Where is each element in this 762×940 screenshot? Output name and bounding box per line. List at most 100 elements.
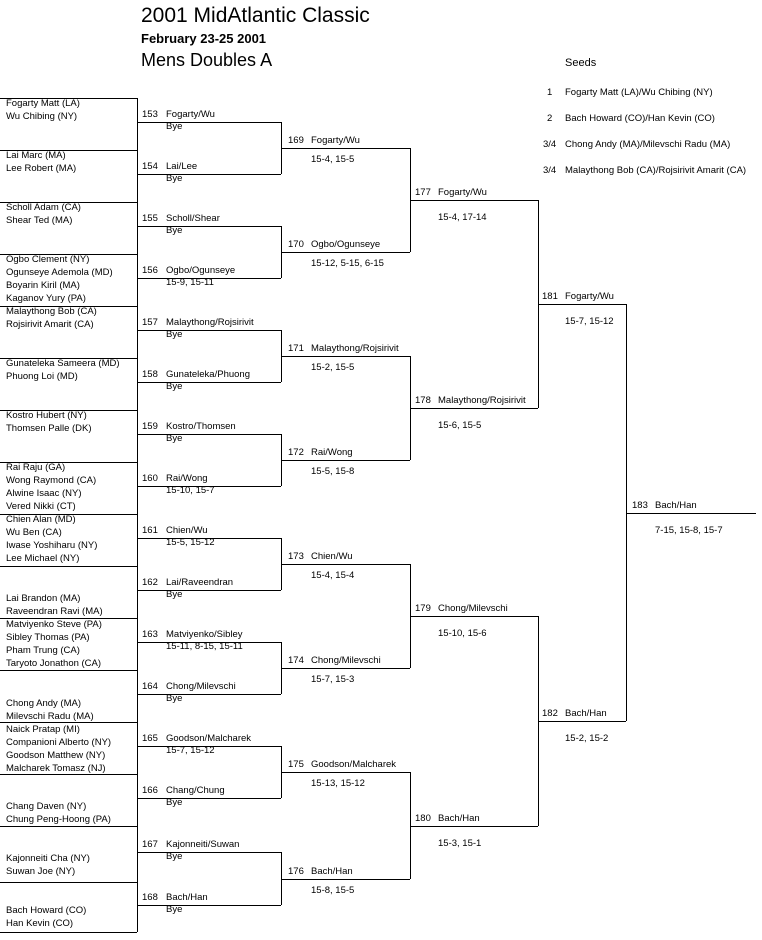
round3-line — [410, 200, 538, 201]
round1-connector — [137, 306, 138, 358]
seed-team: Chong Andy (MA)/Milevschi Radu (MA) — [565, 139, 731, 150]
entrant-name: Suwan Joe (NY) — [6, 866, 76, 877]
match-score: Bye — [166, 121, 183, 132]
player-line — [0, 150, 137, 151]
match-score: 15-5, 15-8 — [311, 466, 355, 477]
player-line — [0, 566, 137, 567]
winner-name: Goodson/Malcharek — [311, 759, 397, 770]
round1-connector — [137, 774, 138, 826]
round1-line — [137, 852, 281, 853]
entrant-name: Rai Raju (GA) — [6, 462, 66, 473]
winner-name: Ogbo/Ogunseye — [311, 239, 381, 250]
round1-line — [137, 798, 281, 799]
round2-line — [281, 772, 410, 773]
match-number: 165 — [142, 733, 158, 744]
match-score: 15-7, 15-12 — [166, 745, 215, 756]
entrant-name: Vered Nikki (CT) — [6, 501, 76, 512]
final-connector — [626, 304, 627, 721]
match-score: 7-15, 15-8, 15-7 — [655, 525, 723, 536]
match-number: 178 — [415, 395, 431, 406]
round1-connector — [137, 566, 138, 618]
winner-name: Fogarty/Wu — [311, 135, 360, 146]
match-number: 161 — [142, 525, 158, 536]
entrant-name: Lai Marc (MA) — [6, 150, 66, 161]
player-line — [0, 514, 137, 515]
match-score: Bye — [166, 851, 183, 862]
seed-number: 1 — [547, 87, 553, 98]
match-number: 154 — [142, 161, 158, 172]
round1-line — [137, 746, 281, 747]
entrant-name: Iwase Yoshiharu (NY) — [6, 540, 98, 551]
winner-name: Kajonneiti/Suwan — [166, 839, 240, 850]
entrant-name: Naick Pratap (MI) — [6, 724, 80, 735]
round1-connector — [137, 462, 138, 514]
match-number: 181 — [542, 291, 558, 302]
match-number: 179 — [415, 603, 431, 614]
round1-connector — [137, 410, 138, 462]
entrant-name: Wu Chibing (NY) — [6, 111, 78, 122]
match-score: 15-10, 15-7 — [166, 485, 215, 496]
winner-name: Matviyenko/Sibley — [166, 629, 243, 640]
match-score: Bye — [166, 173, 183, 184]
player-line — [0, 670, 137, 671]
entrant-name: Lai Brandon (MA) — [6, 593, 81, 604]
round2-line — [281, 668, 410, 669]
round2-line — [281, 356, 410, 357]
match-number: 157 — [142, 317, 158, 328]
winner-name: Bach/Han — [311, 866, 353, 877]
entrant-name: Gunateleka Sameera (MD) — [6, 358, 120, 369]
winner-name: Goodson/Malcharek — [166, 733, 252, 744]
round1-line — [137, 590, 281, 591]
round2-line — [281, 460, 410, 461]
round2-connector — [281, 852, 282, 905]
match-number: 160 — [142, 473, 158, 484]
match-score: 15-4, 15-5 — [311, 154, 355, 165]
round1-line — [137, 122, 281, 123]
seeds-heading: Seeds — [565, 57, 597, 69]
round1-connector — [137, 254, 138, 306]
match-score: Bye — [166, 433, 183, 444]
entrant-name: Companioni Alberto (NY) — [6, 737, 112, 748]
final-line — [626, 513, 756, 514]
round1-connector — [137, 358, 138, 410]
winner-name: Fogarty/Wu — [166, 109, 215, 120]
match-score: Bye — [166, 693, 183, 704]
round2-line — [281, 148, 410, 149]
round3-line — [410, 408, 538, 409]
round1-connector — [137, 150, 138, 202]
player-line — [0, 882, 137, 883]
player-line — [0, 358, 137, 359]
match-number: 168 — [142, 892, 158, 903]
entrant-name: Kostro Hubert (NY) — [6, 410, 87, 421]
match-score: 15-11, 8-15, 15-11 — [166, 641, 243, 652]
match-number: 183 — [632, 500, 648, 511]
winner-name: Lai/Raveendran — [166, 577, 234, 588]
entrant-name: Kaganov Yury (PA) — [6, 293, 86, 304]
entrant-name: Malcharek Tomasz (NJ) — [6, 763, 106, 774]
match-score: 15-2, 15-5 — [311, 362, 355, 373]
match-number: 174 — [288, 655, 304, 666]
match-number: 172 — [288, 447, 304, 458]
winner-name: Bach/Han — [166, 892, 208, 903]
match-number: 164 — [142, 681, 158, 692]
round1-line — [137, 905, 281, 906]
match-score: 15-9, 15-11 — [166, 277, 214, 288]
winner-name: Chang/Chung — [166, 785, 225, 796]
match-score: Bye — [166, 904, 183, 915]
round1-line — [137, 538, 281, 539]
match-number: 182 — [542, 708, 558, 719]
round2-line — [281, 564, 410, 565]
entrant-name: Kajonneiti Cha (NY) — [6, 853, 90, 864]
player-line — [0, 826, 137, 827]
winner-name: Gunateleka/Phuong — [166, 369, 250, 380]
match-number: 166 — [142, 785, 158, 796]
round4-line — [538, 721, 626, 722]
match-number: 158 — [142, 369, 158, 380]
match-score: 15-7, 15-12 — [565, 316, 614, 327]
winner-name: Bach/Han — [438, 813, 480, 824]
entrant-name: Chang Daven (NY) — [6, 801, 87, 812]
match-number: 153 — [142, 109, 158, 120]
match-number: 173 — [288, 551, 304, 562]
entrant-name: Phuong Loi (MD) — [6, 371, 78, 382]
